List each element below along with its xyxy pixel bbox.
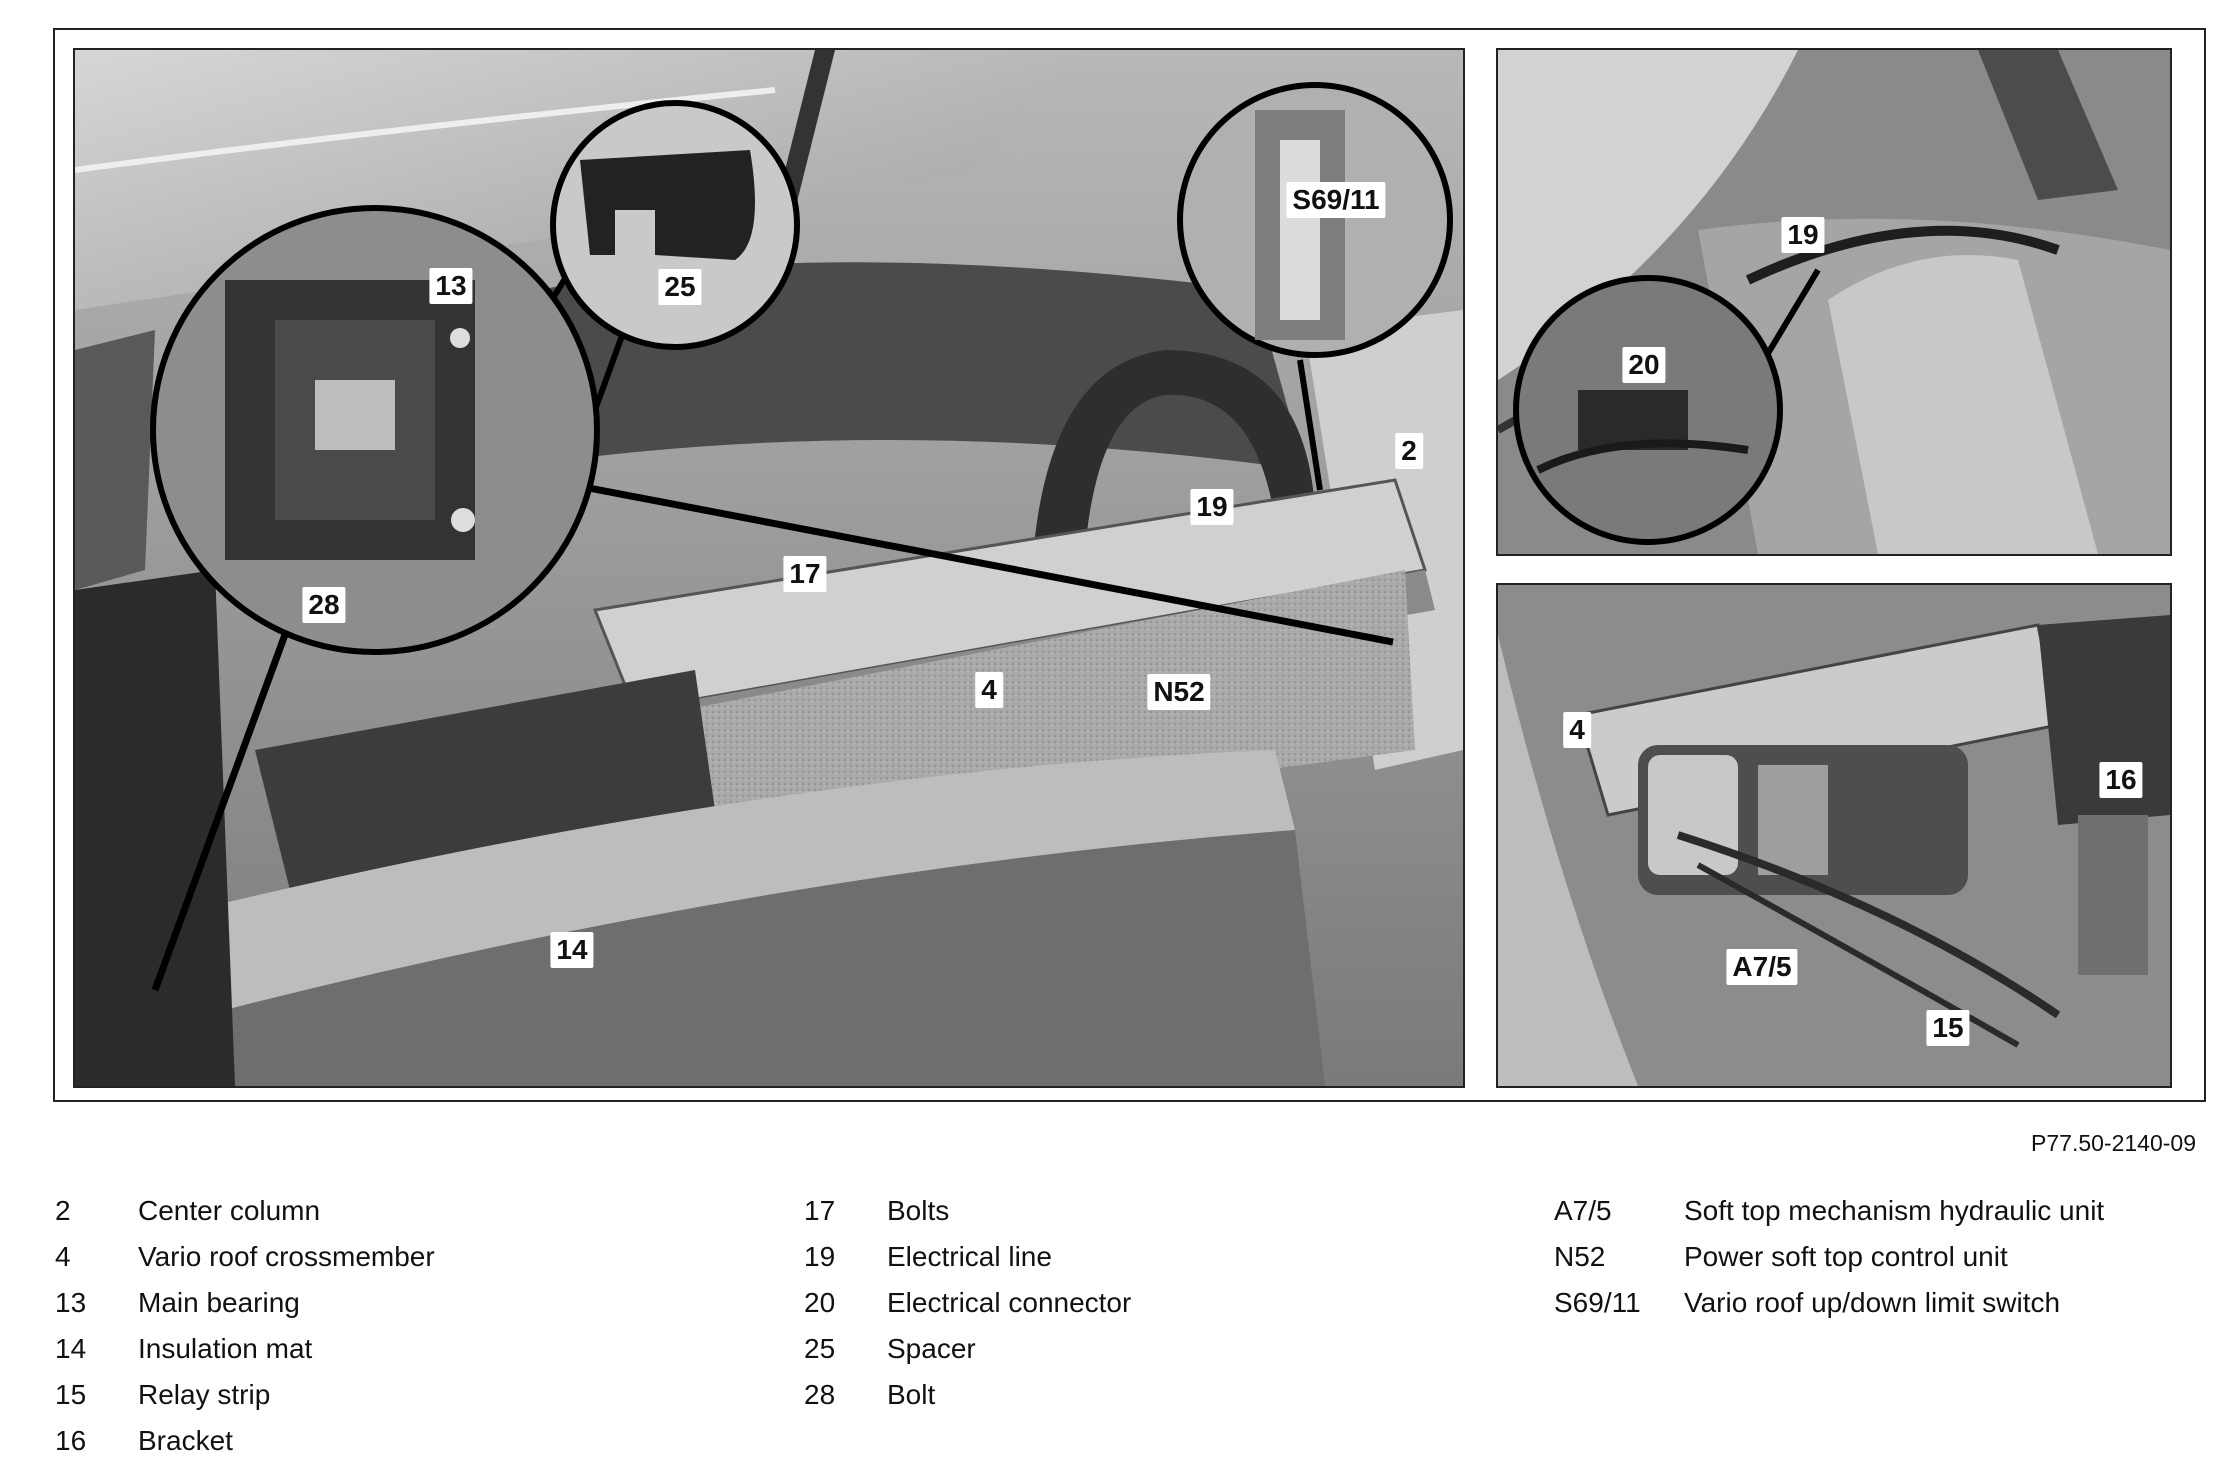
legend-label: Vario roof up/down limit switch bbox=[1684, 1287, 2061, 1318]
legend-number: 28 bbox=[804, 1379, 836, 1410]
callout-15: 15 bbox=[1926, 1010, 1970, 1046]
legend-label: Bracket bbox=[138, 1425, 233, 1456]
callout-n52: N52 bbox=[1147, 674, 1211, 710]
legend-column-3: A7/5 Soft top mechanism hydraulic unit N5… bbox=[1554, 1188, 2194, 1326]
detail-bottom-illustration bbox=[1498, 585, 2170, 1086]
legend-item: S69/11 Vario roof up/down limit switch bbox=[1554, 1280, 2194, 1326]
main-photo-illustration bbox=[75, 50, 1463, 1086]
legend-label: Center column bbox=[138, 1195, 321, 1226]
callout-19: 19 bbox=[1190, 489, 1234, 525]
legend-number: 14 bbox=[55, 1333, 87, 1364]
legend-number: A7/5 bbox=[1554, 1195, 1612, 1226]
callout-16: 16 bbox=[2099, 762, 2143, 798]
legend-item: N52 Power soft top control unit bbox=[1554, 1234, 2194, 1280]
legend-label: Bolts bbox=[887, 1195, 950, 1226]
legend-item: 20 Electrical connector bbox=[804, 1280, 1504, 1326]
legend-item: 25 Spacer bbox=[804, 1326, 1504, 1372]
legend-number: 16 bbox=[55, 1425, 87, 1456]
callout-4-detail: 4 bbox=[1563, 712, 1591, 748]
legend-label: Power soft top control unit bbox=[1684, 1241, 2008, 1272]
legend-label: Spacer bbox=[887, 1333, 976, 1364]
legend-number: N52 bbox=[1554, 1241, 1606, 1272]
callout-4: 4 bbox=[975, 672, 1003, 708]
legend-label: Relay strip bbox=[138, 1379, 271, 1410]
legend-number: 17 bbox=[804, 1195, 836, 1226]
callout-17: 17 bbox=[783, 556, 827, 592]
legend-item: 2 Center column bbox=[55, 1188, 755, 1234]
legend-item: 19 Electrical line bbox=[804, 1234, 1504, 1280]
legend-item: 16 Bracket bbox=[55, 1418, 755, 1464]
callout-s69-11: S69/11 bbox=[1286, 182, 1386, 218]
callout-a7-5: A7/5 bbox=[1726, 949, 1798, 985]
legend-item: 15 Relay strip bbox=[55, 1372, 755, 1418]
legend-label: Insulation mat bbox=[138, 1333, 313, 1364]
callout-25: 25 bbox=[658, 269, 702, 305]
legend-number: 20 bbox=[804, 1287, 836, 1318]
legend-item: 17 Bolts bbox=[804, 1188, 1504, 1234]
callout-14: 14 bbox=[550, 932, 594, 968]
legend-item: 4 Vario roof crossmember bbox=[55, 1234, 755, 1280]
legend-item: 28 Bolt bbox=[804, 1372, 1504, 1418]
callout-13: 13 bbox=[429, 268, 473, 304]
legend-label: Vario roof crossmember bbox=[138, 1241, 435, 1272]
main-photo-panel: 13 25 28 17 4 N52 19 S69/11 2 14 bbox=[73, 48, 1465, 1088]
legend-number: 13 bbox=[55, 1287, 87, 1318]
legend-label: Bolt bbox=[887, 1379, 936, 1410]
legend-label: Soft top mechanism hydraulic unit bbox=[1684, 1195, 2105, 1226]
figure-id: P77.50-2140-09 bbox=[2031, 1130, 2196, 1156]
detail-photo-top-panel: 19 20 bbox=[1496, 48, 2172, 556]
legend-item: 13 Main bearing bbox=[55, 1280, 755, 1326]
legend-number: 4 bbox=[55, 1241, 71, 1272]
legend-column-2: 17 Bolts 19 Electrical line 20 Electrical c… bbox=[804, 1188, 1504, 1418]
legend-number: 19 bbox=[804, 1241, 836, 1272]
legend-number: 25 bbox=[804, 1333, 836, 1364]
legend-item: 14 Insulation mat bbox=[55, 1326, 755, 1372]
callout-2: 2 bbox=[1395, 433, 1423, 469]
detail-photo-bottom-panel: 4 16 A7/5 15 bbox=[1496, 583, 2172, 1088]
figure-frame: 13 25 28 17 4 N52 19 S69/11 2 14 19 20 bbox=[53, 28, 2206, 1102]
legend-label: Electrical connector bbox=[887, 1287, 1132, 1318]
callout-28: 28 bbox=[302, 587, 346, 623]
legend-label: Main bearing bbox=[138, 1287, 300, 1318]
callout-20: 20 bbox=[1622, 347, 1666, 383]
callout-19-detail: 19 bbox=[1781, 217, 1825, 253]
legend-number: 15 bbox=[55, 1379, 87, 1410]
legend-column-1: 2 Center column 4 Vario roof crossmember 1… bbox=[55, 1188, 755, 1464]
legend-number: 2 bbox=[55, 1195, 71, 1226]
legend-number: S69/11 bbox=[1554, 1287, 1641, 1318]
legend-item: A7/5 Soft top mechanism hydraulic unit bbox=[1554, 1188, 2194, 1234]
detail-top-illustration bbox=[1498, 50, 2170, 554]
legend-label: Electrical line bbox=[887, 1241, 1052, 1272]
